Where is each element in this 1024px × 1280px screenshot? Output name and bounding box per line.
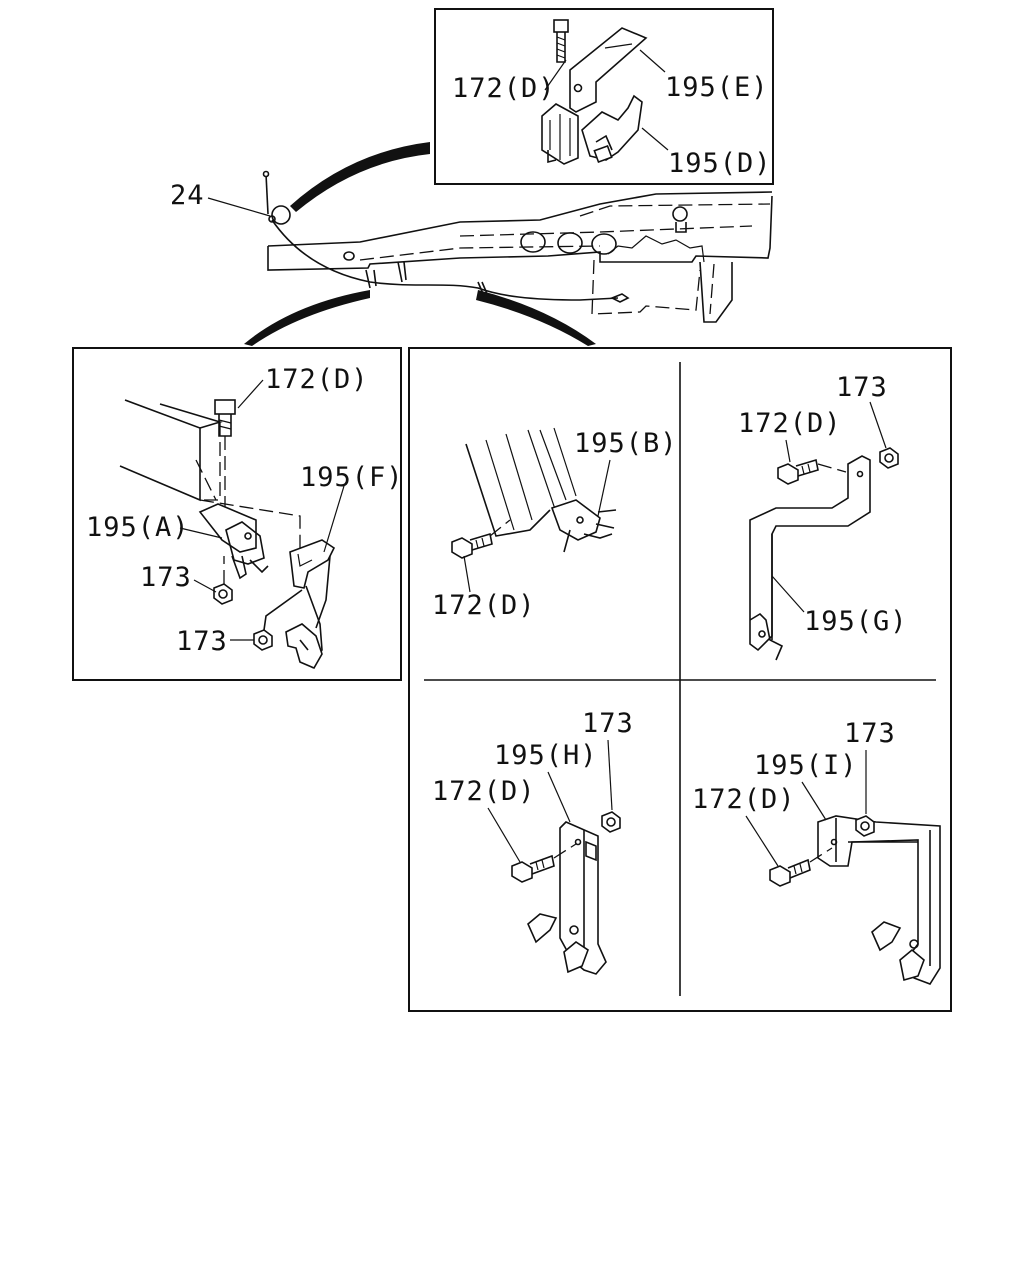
bolt-172d-b [451,519,511,559]
label-195i: 195(I) [754,750,858,781]
bolt-172d-i [769,847,833,887]
wire-24 [271,219,619,301]
label-172d-b: 172(D) [432,590,536,621]
label-173-h: 173 [582,708,634,739]
label-195f: 195(F) [300,462,404,493]
panel-195i: 173 195(I) 172(D) [692,718,941,985]
nut-173-left-a [213,556,233,605]
nut-173-g [879,447,899,469]
label-172d-h: 172(D) [432,776,536,807]
label-172d-left: 172(D) [265,364,369,395]
label-195d-top: 195(D) [668,148,772,179]
label-195e: 195(E) [665,72,769,103]
bolt-172d-top [553,19,569,63]
label-173-g: 173 [836,372,888,403]
label-172d-top: 172(D) [452,73,556,104]
panel-195g: 173 172(D) 195(G) [738,372,908,661]
label-195b: 195(B) [574,428,678,459]
label-172d-i: 172(D) [692,784,796,815]
detail-box-right: 195(B) 172(D) 173 172(D) [408,347,952,1012]
clip-block-top [541,103,579,165]
label-173-left-a: 173 [140,562,192,593]
label-195h: 195(H) [494,740,598,771]
bracket-195f [285,539,336,670]
frame-overview: 24 [170,170,773,323]
clamp-195d [581,94,643,164]
nut-173-h [601,811,621,833]
panel-195b: 195(B) 172(D) [432,427,678,621]
label-195a: 195(A) [86,512,190,543]
callout-arc-left [244,290,370,346]
strap-195e [569,27,648,113]
nut-173-i [855,815,875,837]
callout-arc-right [476,290,596,346]
bracket-195a [198,503,269,580]
bolt-172d-h [511,843,577,883]
panel-195h: 173 195(H) 172(D) [432,708,634,975]
label-24: 24 [170,180,205,211]
bolt-172d-left [214,399,236,508]
nut-173-left-b [253,589,303,651]
label-172d-g: 172(D) [738,408,842,439]
detail-box-left: 172(D) 195(F) 195(A) 173 173 [72,347,404,681]
label-195g: 195(G) [804,606,908,637]
bolt-172d-g [777,458,847,485]
label-173-i: 173 [844,718,896,749]
callout-arc-top [290,142,430,212]
detail-box-top: 172(D) 195(E) 195(D) [434,8,774,185]
label-173-left-b: 173 [176,626,228,657]
